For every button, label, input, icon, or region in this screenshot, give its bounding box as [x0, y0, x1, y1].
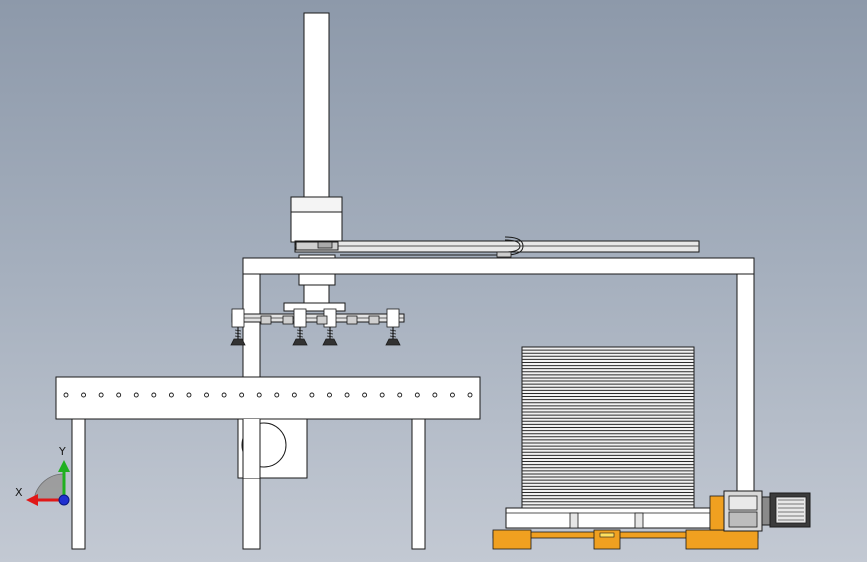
- y-axis-label: Y: [58, 445, 66, 458]
- gripper-clamp: [316, 315, 328, 325]
- conveyor-roller: [186, 392, 192, 398]
- conveyor-roller: [291, 392, 297, 398]
- conveyor-roller: [327, 392, 332, 398]
- conveyor-roller: [449, 392, 455, 398]
- conveyor-roller: [63, 392, 69, 398]
- vacuum-gripper[interactable]: [230, 302, 405, 346]
- gripper-spring: [234, 329, 242, 338]
- conveyor-roller: [362, 392, 368, 398]
- gripper-spring: [326, 329, 334, 338]
- conveyor-roller: [274, 392, 280, 398]
- conveyor-roller: [133, 392, 139, 398]
- conveyor-roller: [344, 392, 350, 398]
- conveyor-roller: [467, 392, 473, 398]
- conveyor-drive-unit[interactable]: [237, 418, 308, 479]
- conveyor-roller: [432, 392, 438, 398]
- gripper-cylinder: [231, 308, 245, 328]
- conveyor-roller: [414, 392, 420, 398]
- conveyor-roller: [168, 392, 174, 398]
- gripper-clamp: [282, 315, 294, 325]
- conveyor-roller: [98, 392, 104, 398]
- pallet[interactable]: [492, 495, 759, 550]
- gripper-spring: [296, 329, 304, 338]
- gripper-clamp: [260, 315, 272, 325]
- conveyor-roller: [309, 392, 315, 398]
- drive-motor[interactable]: [723, 490, 811, 532]
- conveyor-roller: [221, 392, 227, 398]
- suction-cup: [322, 338, 338, 346]
- conveyor-roller: [256, 392, 262, 398]
- x-axis-arrowhead: [26, 494, 38, 506]
- gripper-cylinder: [386, 308, 400, 328]
- roller-conveyor[interactable]: [55, 376, 481, 550]
- conveyor-roller: [379, 392, 385, 398]
- conveyor-roller: [151, 392, 157, 398]
- y-axis-arrowhead: [58, 460, 70, 472]
- suction-cup: [292, 338, 308, 346]
- conveyor-roller: [116, 392, 122, 398]
- gripper-spring: [389, 329, 397, 338]
- gripper-clamp: [346, 315, 358, 325]
- horizontal-linear-rail[interactable]: [294, 236, 700, 258]
- stacked-boxes: [521, 346, 695, 509]
- conveyor-roller: [81, 392, 87, 398]
- conveyor-roller: [204, 392, 209, 398]
- coordinate-triad: Y X: [15, 445, 70, 506]
- conveyor-roller: [397, 392, 403, 398]
- gripper-cylinder: [293, 308, 307, 328]
- x-axis-label: X: [15, 486, 23, 499]
- z-axis-dot: [58, 494, 70, 506]
- suction-cup: [230, 338, 246, 346]
- suction-cup: [385, 338, 401, 346]
- gripper-clamp: [368, 315, 380, 325]
- conveyor-roller: [239, 392, 245, 398]
- triad-disc: [33, 473, 65, 501]
